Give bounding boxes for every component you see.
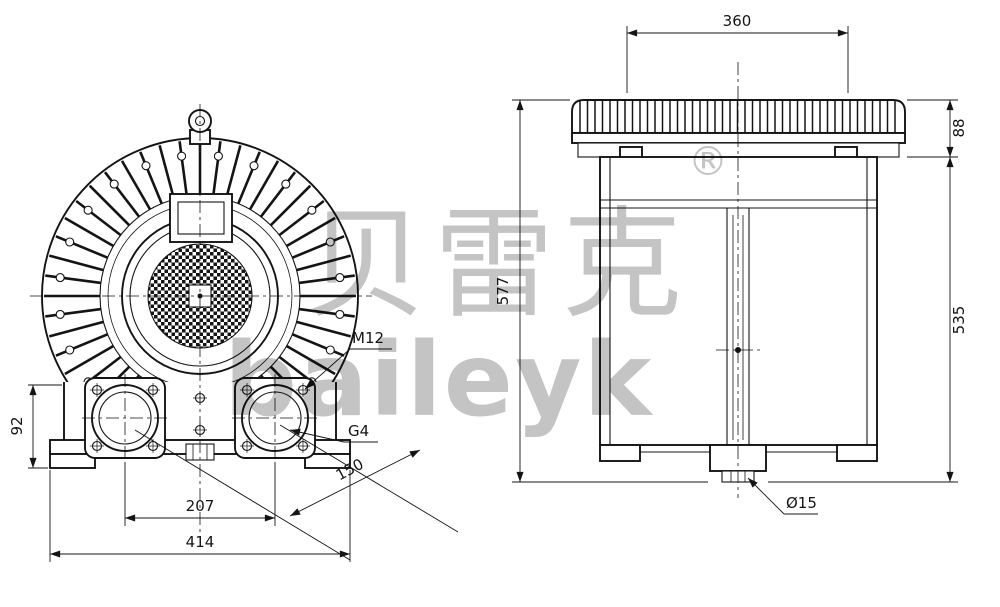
front-nameplate bbox=[169, 193, 233, 243]
callout-dia15-label: Ø15 bbox=[786, 494, 817, 512]
side-view-drawing bbox=[571, 62, 906, 498]
side-view-dimensions: 360 88 535 577 Ø15 bbox=[494, 12, 968, 515]
dim-88-label: 88 bbox=[950, 118, 968, 137]
front-view-drawing bbox=[30, 104, 372, 540]
side-right-foot bbox=[836, 444, 878, 462]
dim-207-label: 207 bbox=[186, 497, 215, 515]
dim-414-label: 414 bbox=[186, 533, 215, 551]
side-body bbox=[599, 156, 878, 446]
front-left-foot bbox=[49, 453, 96, 469]
dim-535-label: 535 bbox=[950, 306, 968, 335]
dim-577-label: 577 bbox=[494, 277, 512, 306]
side-fan-cover bbox=[571, 99, 906, 134]
side-left-foot bbox=[599, 444, 641, 462]
callout-g4-label: G4 bbox=[348, 422, 369, 440]
side-cover-fins bbox=[579, 101, 896, 132]
dim-92-label: 92 bbox=[8, 416, 26, 435]
callout-m12-label: M12 bbox=[352, 329, 384, 347]
dim-360-label: 360 bbox=[723, 12, 752, 30]
